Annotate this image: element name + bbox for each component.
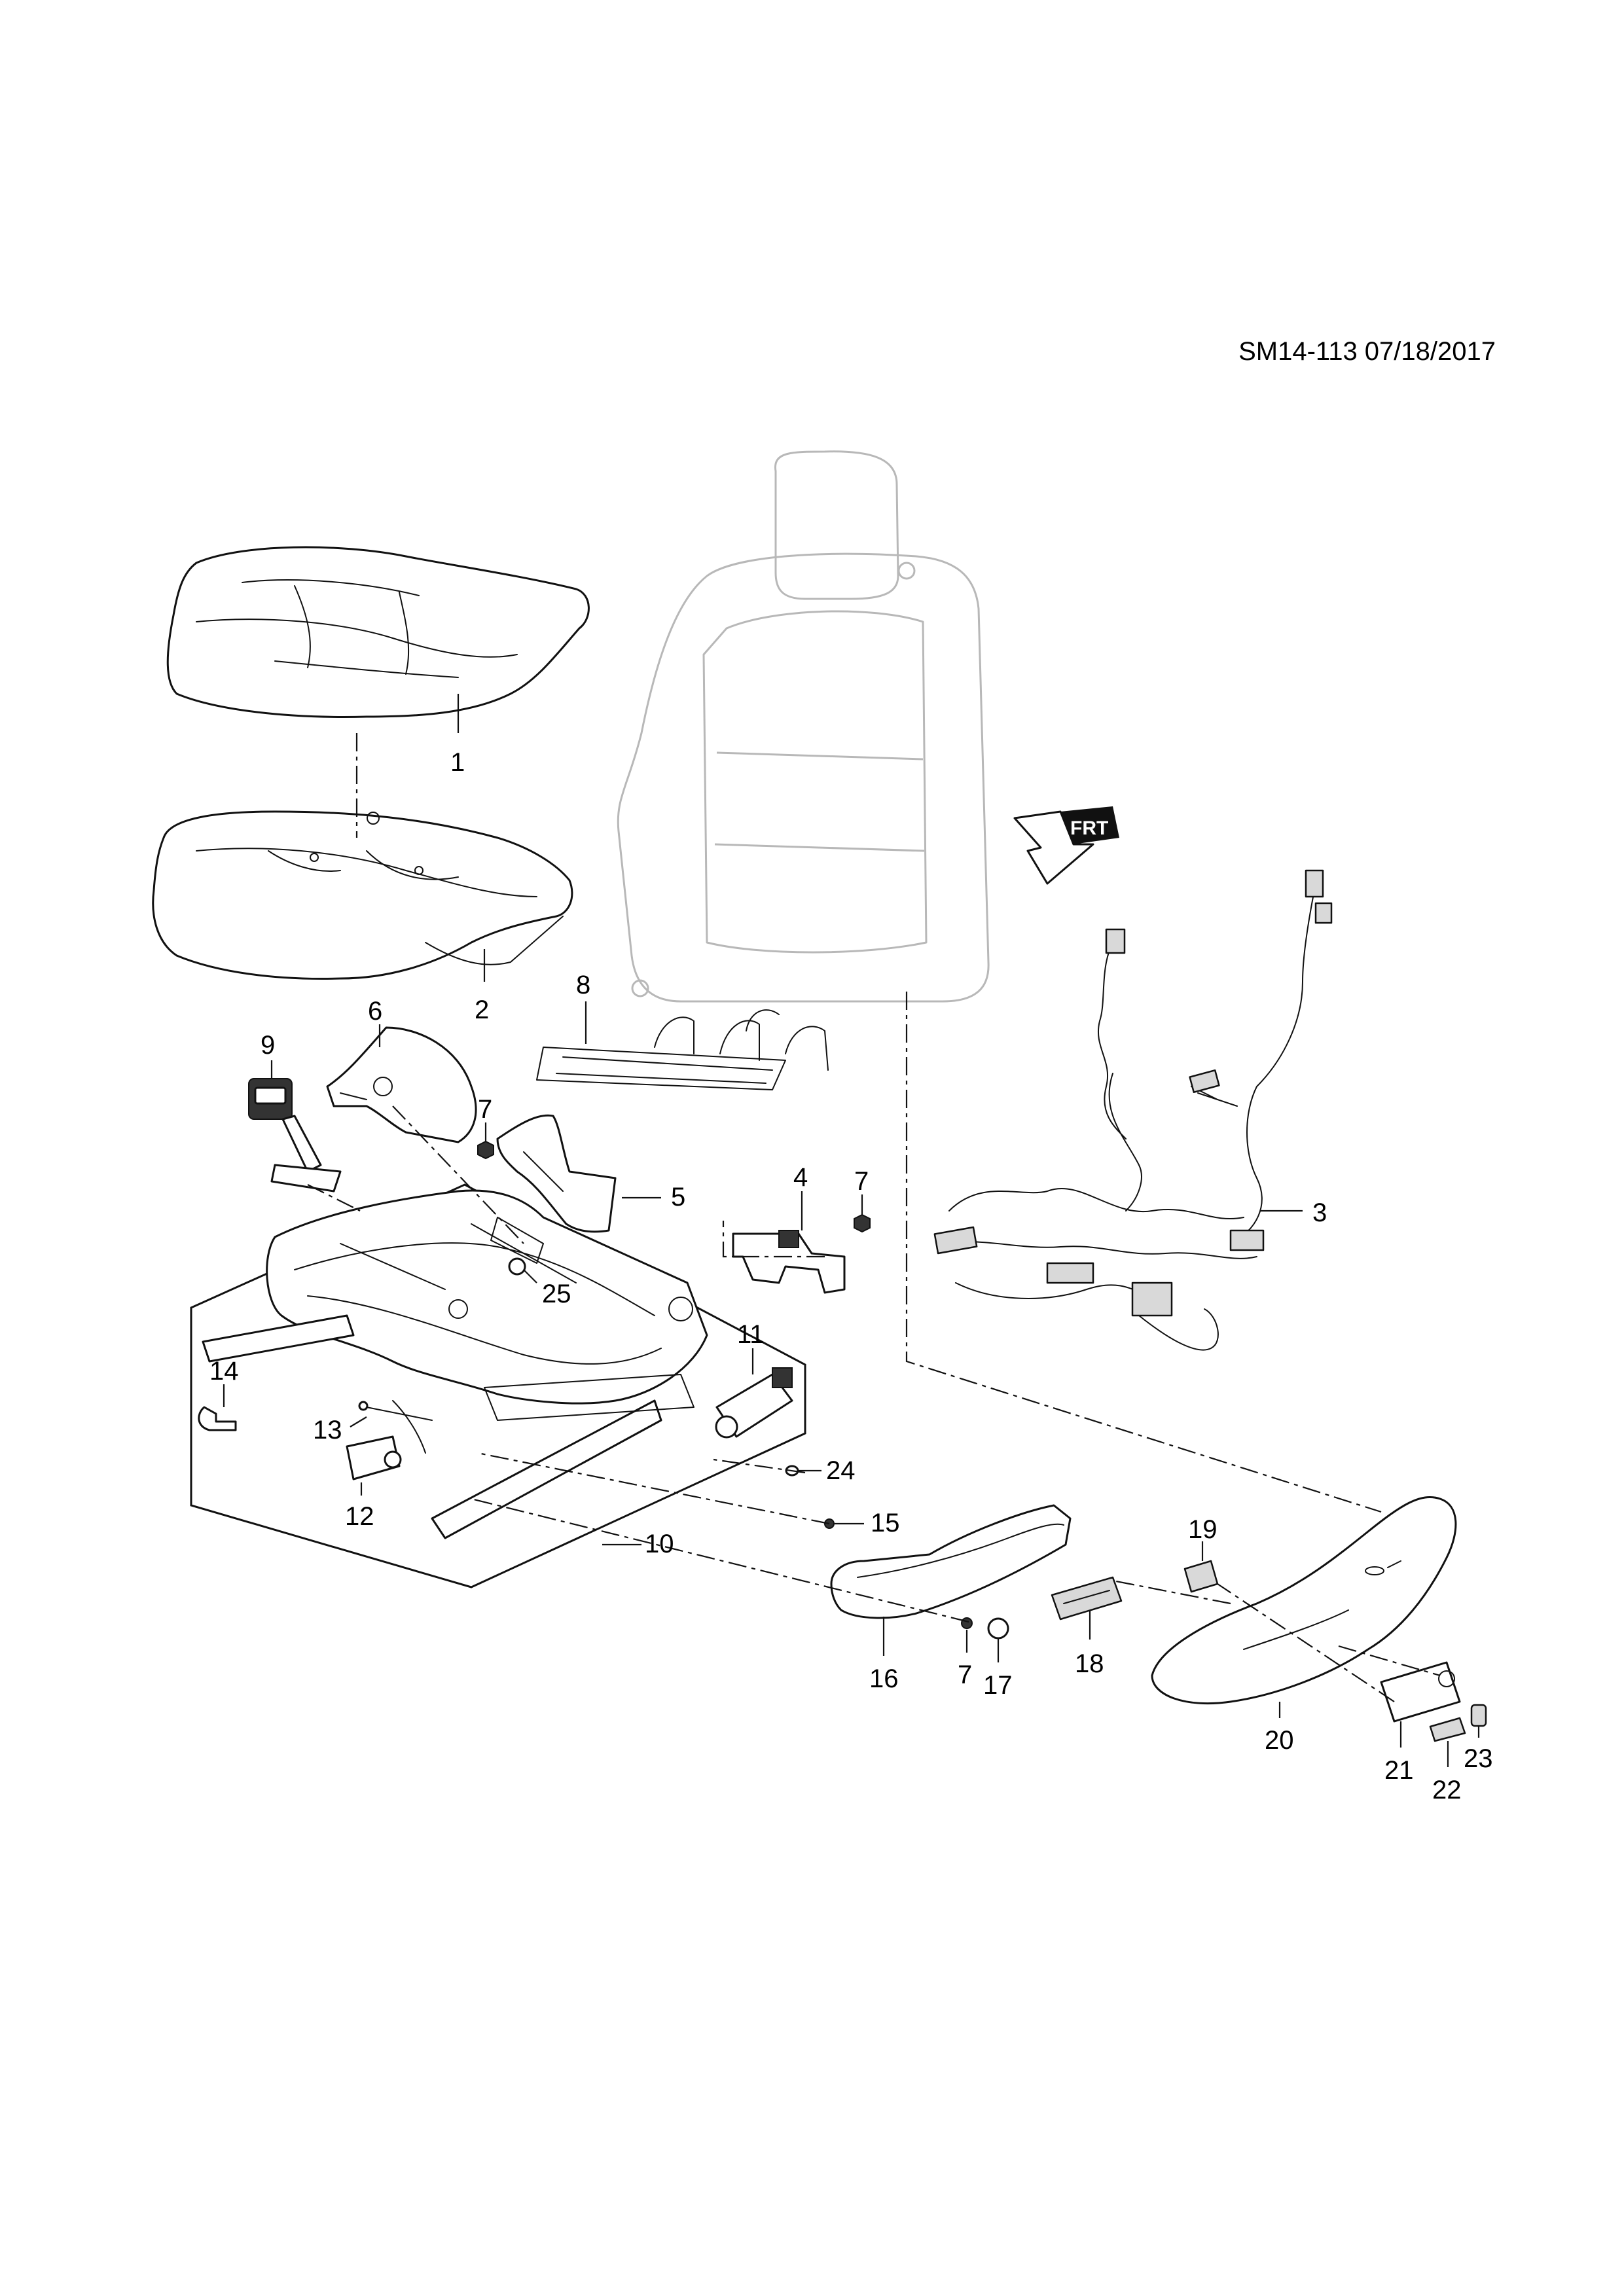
callout-7-a: 7 (478, 1095, 492, 1124)
callout-19: 19 (1188, 1515, 1218, 1544)
callout-4: 4 (793, 1163, 808, 1192)
seat-back-ghost (617, 450, 990, 1003)
callout-15: 15 (871, 1509, 900, 1537)
part-20-seat-outer-side-panel (1151, 1496, 1457, 1705)
part-22-knob (1429, 1717, 1466, 1742)
front-direction-label: FRT (1070, 817, 1108, 839)
part-7-nut-c (961, 1617, 973, 1629)
part-16-outer-trim-panel (830, 1504, 1072, 1619)
callout-24: 24 (826, 1456, 856, 1485)
callout-7-b: 7 (854, 1167, 869, 1196)
callout-7-c: 7 (958, 1660, 972, 1689)
callout-9: 9 (261, 1031, 275, 1060)
callout-11: 11 (737, 1320, 765, 1349)
part-23-knob (1470, 1704, 1487, 1727)
part-11-seat-adjuster-motor (715, 1367, 793, 1439)
callout-10: 10 (645, 1530, 674, 1558)
part-21-switch-cover (1380, 1661, 1461, 1723)
part-2-seat-cushion-pad (152, 810, 573, 980)
callout-25: 25 (542, 1280, 571, 1308)
part-12-height-adjuster-motor (346, 1435, 402, 1480)
callout-22: 22 (1432, 1776, 1462, 1804)
part-9-seat-belt-buckle (248, 1078, 342, 1193)
part-18-seat-adjuster-switch (1051, 1576, 1123, 1621)
part-17-cap (987, 1617, 1009, 1640)
callout-6: 6 (368, 997, 382, 1026)
callout-2: 2 (475, 996, 489, 1024)
diagram-reference-id: SM14-113 07/18/2017 (1238, 337, 1496, 366)
part-4-seat-adjuster-switch-bracket (732, 1230, 846, 1294)
callout-12: 12 (345, 1502, 374, 1531)
part-5-bracket-cover (496, 1114, 617, 1233)
callout-3: 3 (1312, 1198, 1327, 1227)
callout-8: 8 (576, 971, 590, 999)
part-25-spacer (508, 1257, 526, 1276)
part-1-seat-cushion-cover (166, 546, 590, 718)
part-10-seat-adjuster-frame-box (190, 1183, 806, 1588)
callout-1: 1 (450, 748, 465, 777)
callout-13: 13 (313, 1416, 342, 1444)
callout-18: 18 (1075, 1649, 1104, 1678)
part-14-clip (198, 1406, 237, 1431)
callout-14: 14 (209, 1357, 239, 1386)
part-6-seat-inner-trim (326, 1026, 477, 1143)
part-7-nut-b (854, 1213, 871, 1233)
callout-16: 16 (869, 1664, 899, 1693)
part-8-seat-springs (536, 1009, 829, 1090)
callout-layer: 1 2 3 4 5 6 7 7 7 8 9 10 11 12 13 14 15 (209, 694, 1493, 1804)
callout-21: 21 (1384, 1756, 1414, 1785)
part-3-seat-wiring-harness (933, 869, 1333, 1351)
part-13-bolt (358, 1401, 433, 1421)
part-7-nut-a (477, 1140, 494, 1160)
assembly-dashed-lines (307, 992, 1441, 1702)
callout-23: 23 (1464, 1744, 1493, 1773)
part-19-switch-bezel (1183, 1560, 1219, 1593)
front-direction-arrow-icon: FRT (1013, 806, 1119, 885)
callout-17: 17 (983, 1671, 1013, 1700)
callout-20: 20 (1265, 1726, 1294, 1755)
callout-5: 5 (671, 1183, 685, 1211)
